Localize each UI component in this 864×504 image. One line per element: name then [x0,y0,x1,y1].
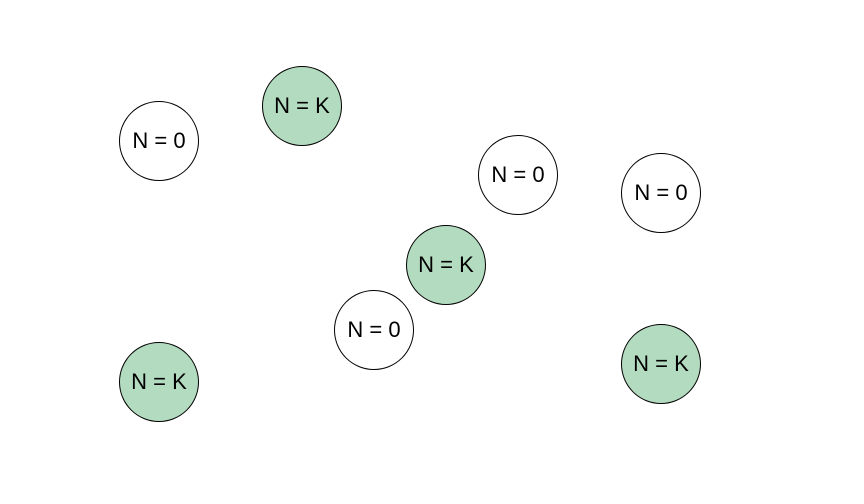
node-filled: N = K [406,225,486,305]
node-filled: N = K [262,66,342,146]
node-label: N = K [274,93,330,118]
node-label: N = 0 [132,128,186,153]
node-label: N = 0 [634,180,688,205]
node-label: N = K [418,252,474,277]
node-filled: N = K [621,324,701,404]
node-label: N = 0 [347,317,401,342]
node-empty: N = 0 [334,290,414,370]
node-label: N = K [633,351,689,376]
node-label: N = 0 [491,162,545,187]
node-label: N = K [131,369,187,394]
node-empty: N = 0 [478,135,558,215]
node-empty: N = 0 [119,101,199,181]
node-filled: N = K [119,342,199,422]
node-empty: N = 0 [621,153,701,233]
